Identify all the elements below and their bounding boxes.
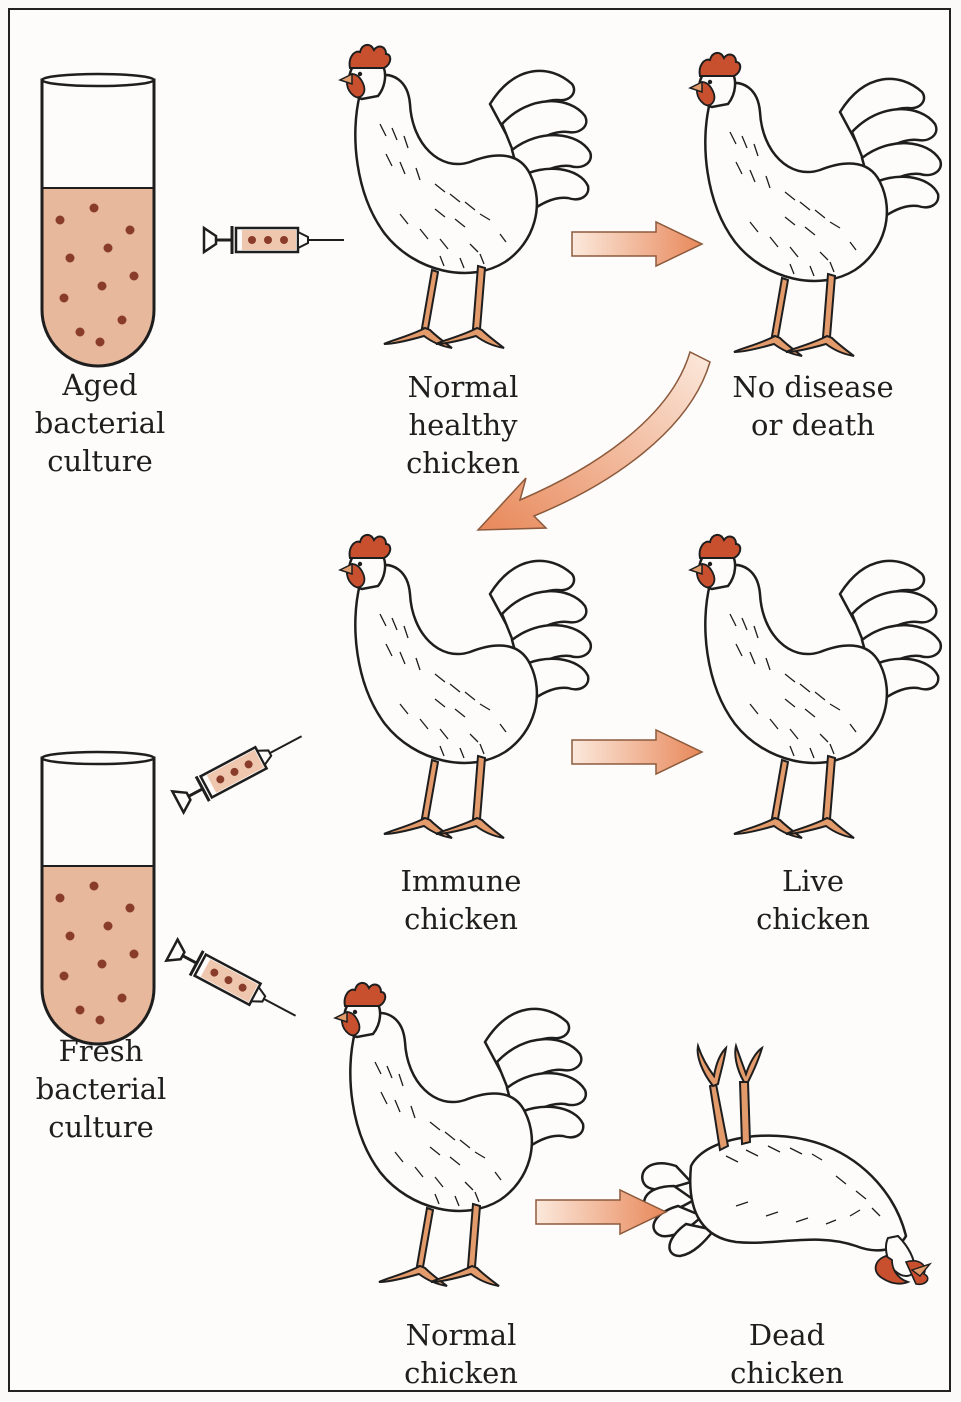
normal-chicken-icon (335, 983, 586, 1286)
arrow-icon-row1 (572, 222, 702, 266)
immune-chicken-label: Immune chicken (386, 862, 536, 938)
live-chicken-icon (690, 535, 941, 838)
aged-culture-test-tube-icon (37, 74, 162, 378)
fresh-culture-label: Fresh bacterial culture (26, 1032, 176, 1146)
normal-healthy-chicken-label: Normal healthy chicken (388, 368, 538, 482)
immune-chicken-icon (340, 535, 591, 838)
syringe-icon-aged (204, 226, 344, 254)
normal-healthy-chicken-icon (340, 45, 591, 348)
no-disease-chicken-icon (690, 53, 941, 356)
dead-chicken-label: Dead chicken (712, 1316, 862, 1392)
aged-culture-label: Aged bacterial culture (30, 366, 170, 480)
normal-chicken-label: Normal chicken (386, 1316, 536, 1392)
live-chicken-label: Live chicken (738, 862, 888, 938)
arrow-icon-row2 (572, 730, 702, 774)
dead-chicken-icon (642, 1046, 930, 1284)
fresh-culture-test-tube-icon (37, 752, 162, 1056)
syringe-icon-fresh-lower (165, 938, 302, 1028)
syringe-icon-fresh-upper (171, 724, 308, 814)
no-disease-label: No disease or death (718, 368, 908, 444)
